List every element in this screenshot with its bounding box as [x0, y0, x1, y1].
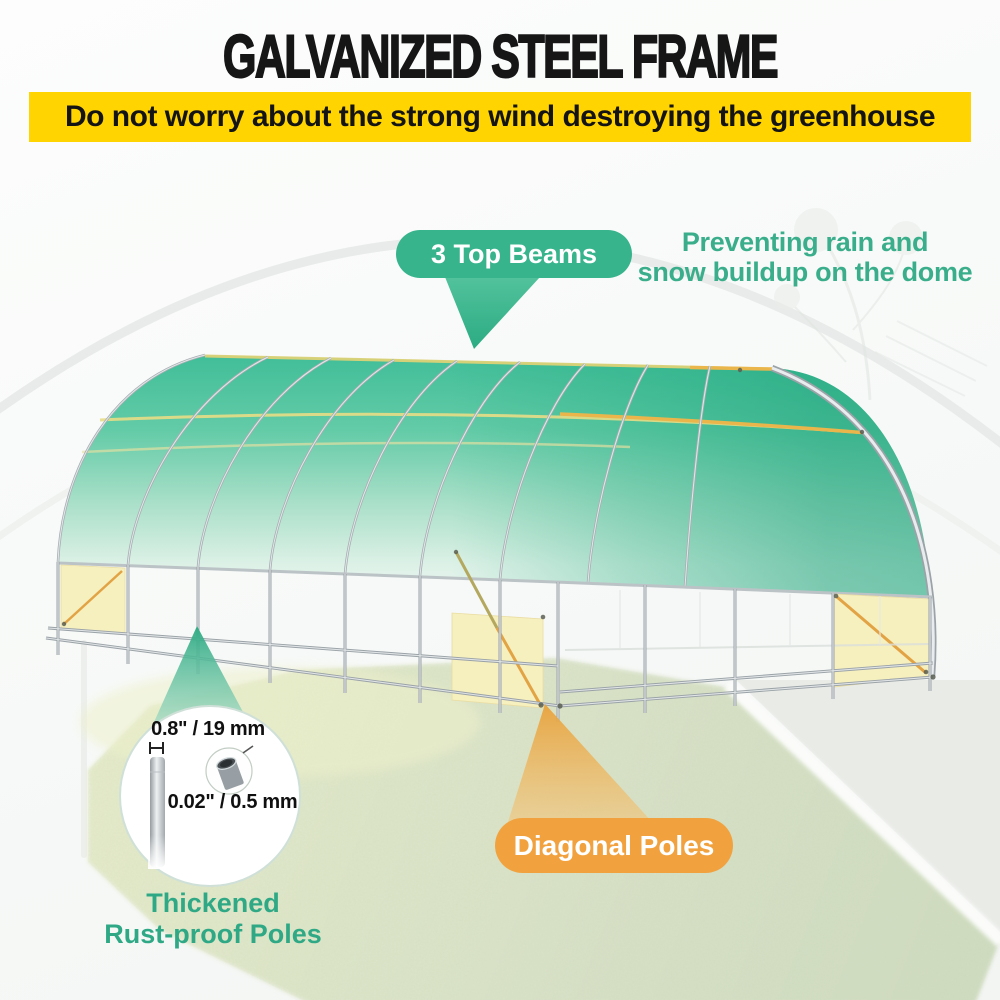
top-beams-label: 3 Top Beams — [396, 230, 632, 278]
background-pole — [81, 640, 87, 858]
subtitle-banner: Do not worry about the strong wind destr… — [29, 92, 971, 142]
preventing-note: Preventing rain and snow buildup on the … — [613, 227, 997, 287]
connector-dots — [61, 367, 936, 709]
diagonal-brace — [63, 570, 123, 625]
diagonal-brace — [454, 551, 499, 629]
eave-pipe — [57, 561, 933, 599]
pole-caption-line2: Rust-proof Poles — [104, 919, 322, 949]
subtitle-banner-text: Do not worry about the strong wind destr… — [64, 100, 936, 133]
steel-pole-icon — [148, 757, 167, 869]
preventing-note-line2: snow buildup on the dome — [637, 257, 973, 287]
diagonal-poles-beam-icon — [508, 704, 652, 822]
pole-diameter-marker-icon — [149, 742, 164, 754]
background-tree-icon — [774, 208, 988, 401]
greenhouse-cover — [58, 355, 930, 596]
pole-cross-section-icon — [205, 745, 254, 795]
interior-far-frame — [564, 590, 931, 651]
pole-outer-dimension: 0.8" / 19 mm — [151, 718, 265, 740]
top-beams-label-text: 3 Top Beams — [430, 238, 598, 269]
base-frame — [45, 367, 936, 722]
ground-path-strip — [723, 679, 1000, 947]
top-beams — [81, 354, 869, 454]
frame-ribs — [56, 353, 712, 588]
top-beams-pointer-icon — [445, 277, 540, 349]
page-title: GALVANIZED STEEL FRAME — [222, 22, 779, 92]
pole-callout-circle — [119, 705, 301, 887]
gray-yard — [736, 680, 1000, 933]
preventing-note-line1: Preventing rain and — [681, 227, 929, 257]
front-arch — [770, 364, 937, 677]
pole-caption-line1: Thickened — [146, 888, 280, 918]
pole-caption: Thickened Rust-proof Poles — [82, 888, 344, 950]
diagonal-poles-label-text: Diagonal Poles — [513, 829, 715, 861]
diagonal-brace — [836, 595, 927, 675]
diagonal-poles-label: Diagonal Poles — [495, 818, 733, 873]
pole-wall-thickness: 0.02" / 0.5 mm — [167, 791, 298, 813]
